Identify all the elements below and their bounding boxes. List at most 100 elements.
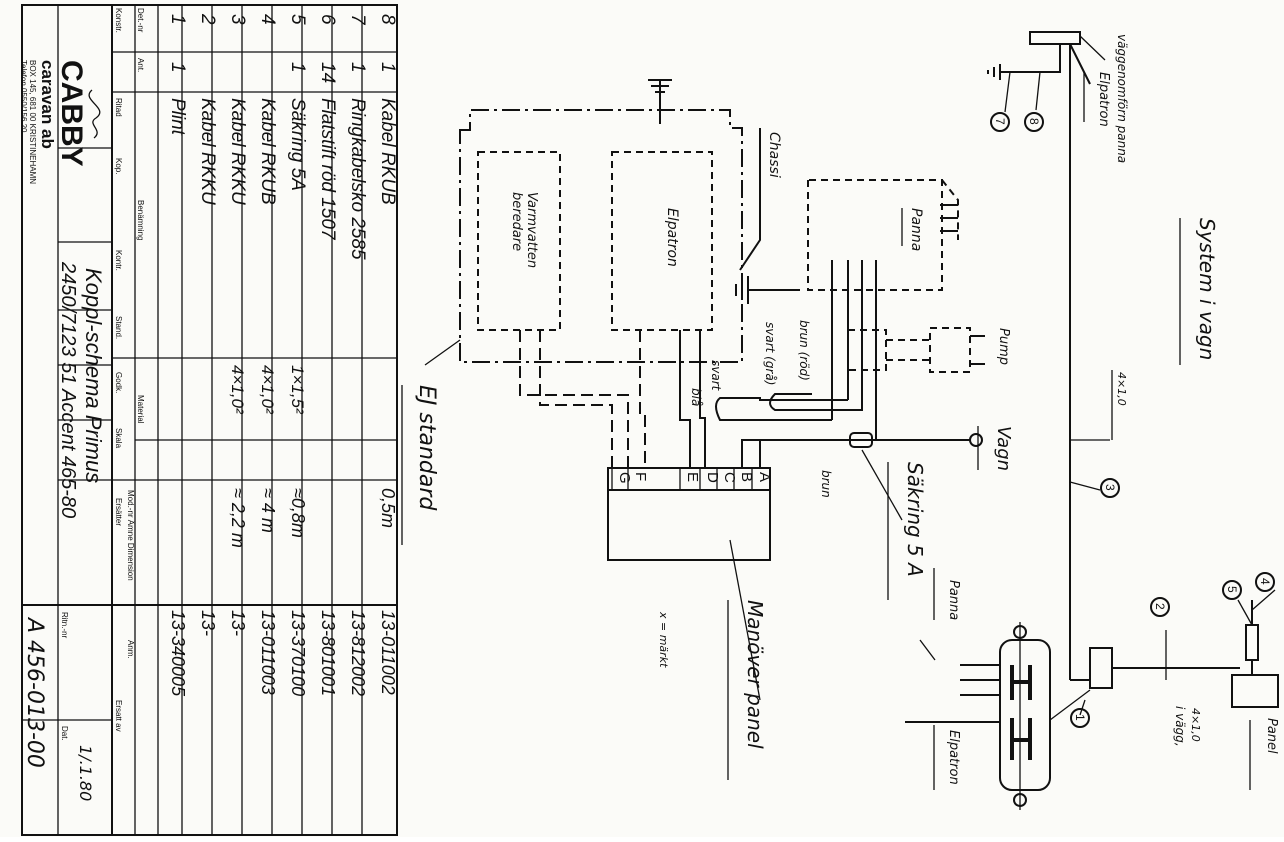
sakring-label: Säkring 5 A (903, 462, 927, 577)
part-article-nr: 13-340005 (168, 610, 188, 697)
wire-label-svart-gra: svart (grå) (763, 322, 777, 385)
wire-c1 (699, 330, 706, 468)
ground-wire-8 (1000, 44, 1061, 73)
company-phone: Telefon 0550/156 20 (19, 60, 28, 133)
title-line-1: Koppl-schema Primus (81, 268, 106, 483)
manover-leader (729, 539, 761, 701)
part-dimension: 0,5m (378, 488, 398, 528)
title-block: CABBY caravan ab BOX 145, 681 00 KRISTIN… (19, 4, 398, 836)
terminal-a: A (756, 472, 773, 482)
terminal-b: B (738, 472, 755, 482)
wire-label-brun-rod: brun (röd) (797, 320, 811, 381)
panel-label: Panel (1264, 718, 1279, 754)
callout-2: 2 (1153, 603, 1167, 610)
system-i-vagn-section: System i vagn väggenomförn panna Elpatro… (905, 31, 1279, 810)
elpatron-box (611, 151, 713, 331)
label-anm: Anm. (126, 640, 135, 659)
label-dat: Dat. (60, 726, 69, 741)
label-kontr: Kontr. (114, 250, 123, 271)
logo-text: CABBY (55, 60, 88, 167)
callout-5-leader (1237, 599, 1253, 626)
terminal-g: G (616, 472, 633, 484)
callout-4-leader (1251, 589, 1276, 611)
wire-d (679, 330, 691, 468)
part-antal: 1 (167, 62, 188, 73)
plint-to-heater (1049, 689, 1091, 721)
panna-right-leader (919, 639, 936, 661)
part-det-nr: 2 (197, 13, 218, 25)
panna-right-label: Panna (946, 580, 961, 620)
panna-box-edge (941, 179, 959, 240)
part-article-nr: 13-011002 (378, 610, 398, 695)
part-article-nr: 13-812002 (348, 610, 368, 696)
part-antal: 14 (317, 62, 338, 83)
wire-label-brun: brun (819, 470, 833, 498)
label-det-nr: Det.-nr (136, 8, 145, 33)
label-kop: Kop. (114, 158, 123, 174)
part-name: Plint (167, 98, 188, 136)
chassi-wire (739, 128, 761, 271)
terminal-f: F (632, 472, 649, 481)
manover-panel-box (607, 467, 771, 561)
vaggenomforing-label: väggenomförn panna (1115, 34, 1129, 163)
part-name: Ringkabelsko 2585 (347, 98, 368, 260)
part-material: 1×1,5² (288, 365, 307, 415)
i-vagg-label: i vägg, (1173, 706, 1187, 747)
part-name: Flatstift röd 1507 (317, 98, 338, 241)
part-det-nr: 3 (227, 14, 248, 25)
label-godk: Godk. (114, 372, 123, 393)
ej-standard-label: EJ standard (414, 385, 439, 511)
vagn-label: Vagn (993, 426, 1014, 471)
terminal-c: C (721, 472, 738, 483)
label-mod-dim: Mod.-nr Ämne Dimension (126, 490, 135, 581)
part-article-nr: 13-370100 (288, 610, 308, 696)
fitting-leader (1069, 43, 1091, 85)
wire-label-svart: svart (709, 360, 723, 392)
heater-element (999, 639, 1051, 791)
wire-b (769, 393, 863, 411)
part-det-nr: 6 (317, 14, 338, 25)
part-dimension: ≈ 4 m (258, 488, 278, 533)
callout-7-circle (990, 112, 1010, 132)
fitting-leader-2 (1079, 35, 1106, 61)
callout-5-circle (1222, 580, 1242, 600)
label-ersatter: Ersätter (114, 498, 123, 526)
callout-3-leader (1069, 481, 1101, 491)
callout-3: 3 (1103, 484, 1117, 491)
callout-7: 7 (993, 118, 1007, 125)
company-name: caravan ab (38, 60, 57, 149)
part-article-nr: 13- (198, 610, 218, 636)
wire-a-vagn (759, 439, 850, 468)
label-ritad: Ritad (114, 98, 123, 117)
elpatron-top-label: Elpatron (1096, 72, 1111, 127)
panel-fuse (1245, 624, 1259, 661)
terminal-d: D (704, 472, 721, 483)
parts-table-frame (21, 4, 398, 836)
callout-8-leader (1035, 71, 1041, 111)
pump-label: Pump (996, 328, 1011, 365)
wire-f (539, 330, 613, 468)
beredare-label: beredare (509, 192, 524, 251)
system-i-vagn-title: System i vagn (1195, 218, 1219, 360)
callout-1: 1 (1073, 714, 1087, 721)
part-name: Kabel RKUB (257, 98, 278, 205)
label-ritn-nr: Ritn.-nr (60, 612, 69, 639)
label-skala: Skala (114, 428, 123, 449)
ej-standard-frame (459, 109, 743, 363)
part-article-nr: 13- (228, 610, 248, 636)
label-material: Material (136, 395, 145, 424)
part-antal: 1 (347, 62, 368, 73)
part-antal: 1 (377, 62, 398, 73)
drawing-date: 1/.1.80 (76, 745, 95, 801)
pump-connector (847, 329, 887, 371)
callout-5: 5 (1225, 586, 1239, 593)
callout-7-leader (1004, 71, 1011, 113)
title-line-2: 2450/7123 51 Accent 465-80 (57, 261, 79, 518)
part-name: Kabel RKUB (377, 98, 398, 205)
part-name: Kabel RKKU (227, 98, 248, 205)
wire-e (639, 330, 646, 468)
part-det-nr: 5 (287, 14, 308, 25)
cable-label-wall: 4×1,0 (1189, 708, 1202, 742)
part-det-nr: 4 (257, 14, 278, 25)
